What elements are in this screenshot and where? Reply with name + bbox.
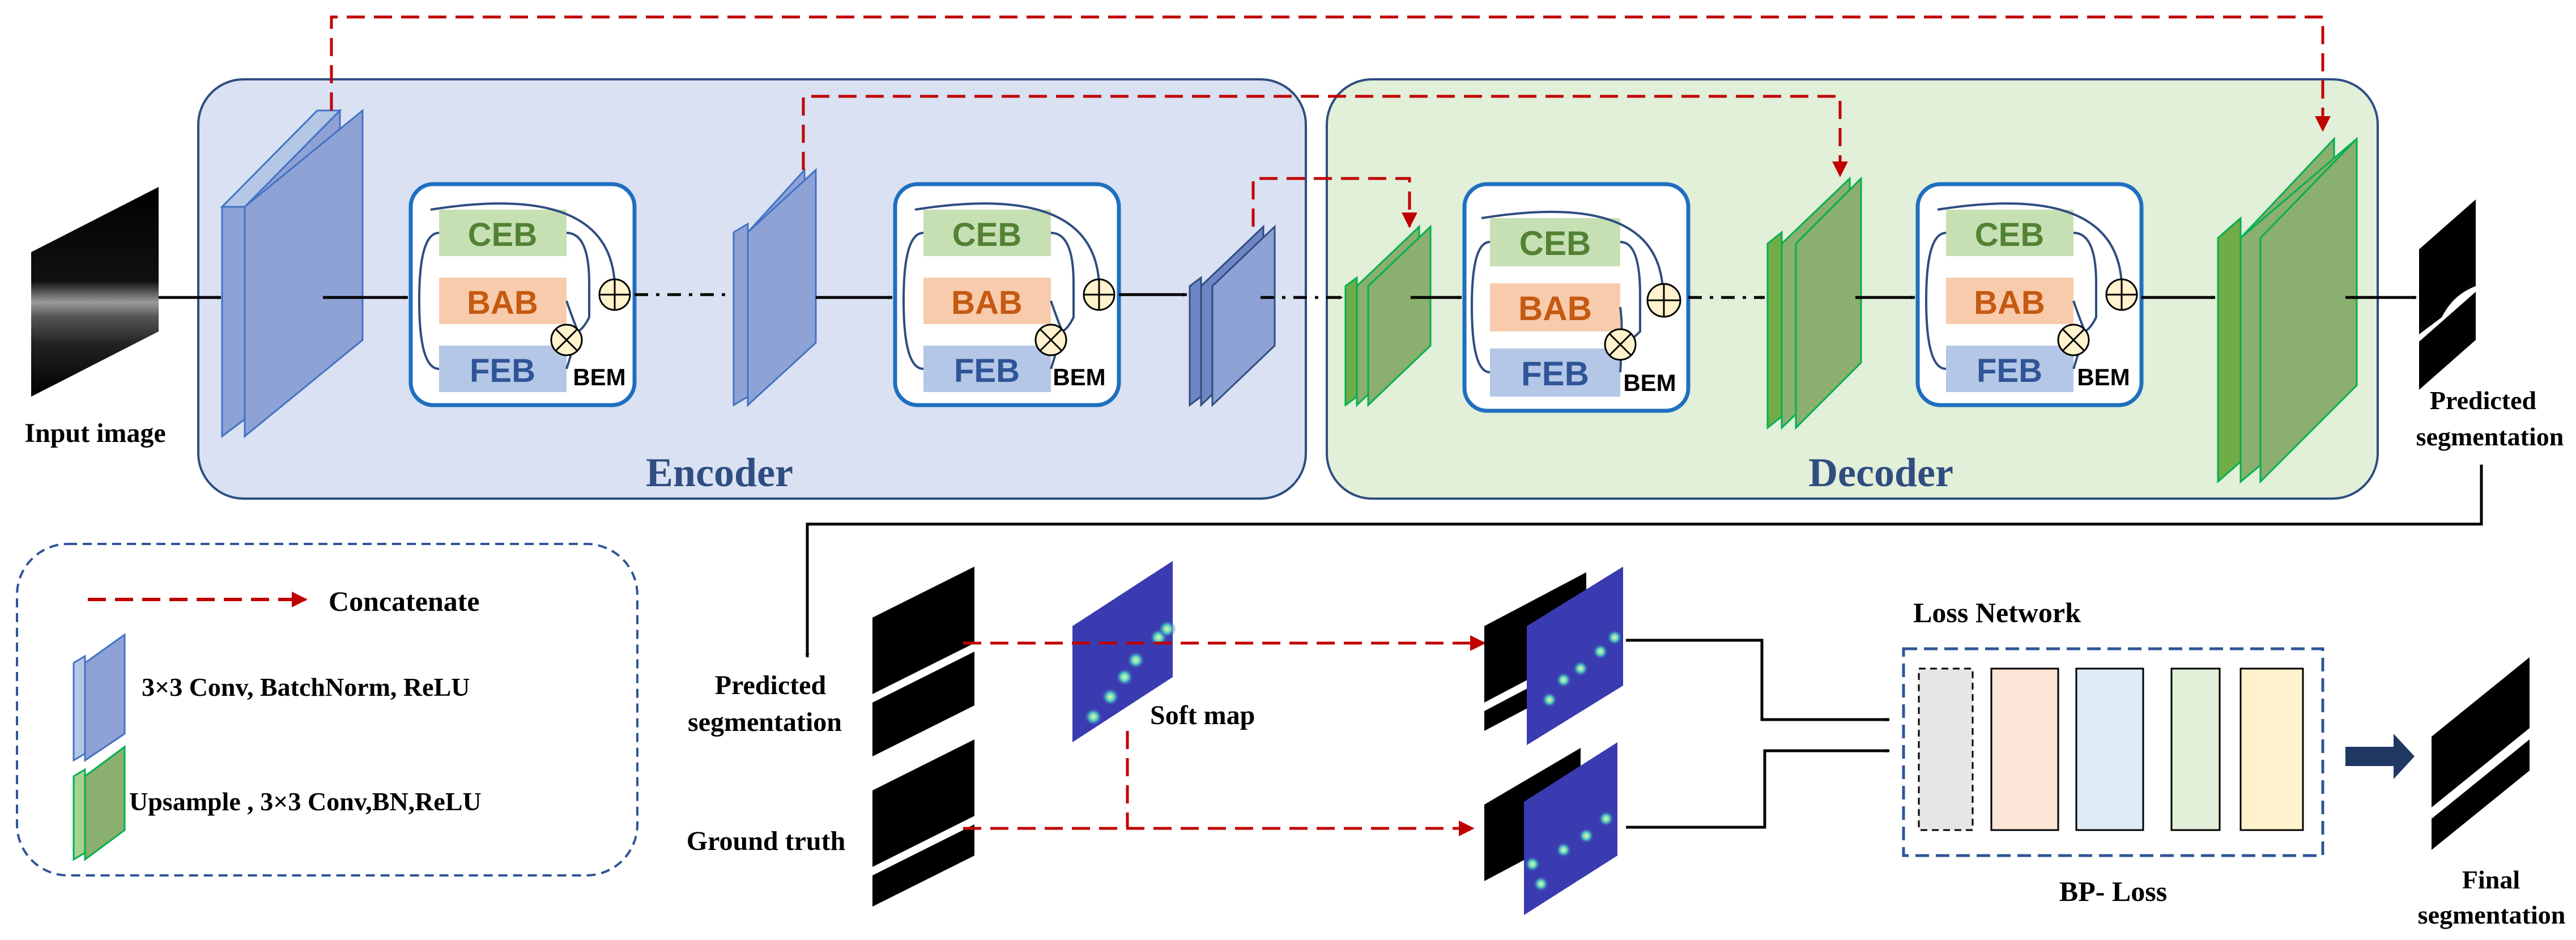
skip-connections <box>330 15 2331 228</box>
legend-box <box>16 543 638 877</box>
predicted-segmentation-label-1: Predicted <box>2430 386 2537 415</box>
connector-to-bottom <box>805 465 2483 658</box>
arrow-right-icon <box>2345 734 2415 779</box>
legend-conv-label: 3×3 Conv, BatchNorm, ReLU <box>142 673 470 701</box>
predicted-segmentation-top <box>2419 199 2476 390</box>
upsample-block-1 <box>1344 224 1432 407</box>
input-image-label: Input image <box>24 418 165 448</box>
ceb-label-4: CEB <box>1975 216 2044 253</box>
feb-label-2: FEB <box>954 352 1020 389</box>
input-image <box>31 187 159 397</box>
bem-label-4: BEM <box>2077 364 2130 390</box>
legend-upsample-block <box>73 745 126 861</box>
ground-truth-image <box>872 739 974 907</box>
final-segmentation-label-1: Final <box>2462 865 2520 894</box>
legend-concatenate-label: Concatenate <box>329 585 480 617</box>
loss-layer-3 <box>2075 667 2144 831</box>
bab-label-4: BAB <box>1974 284 2045 321</box>
bab-label-1: BAB <box>467 284 538 321</box>
weighted-ground-truth <box>1484 742 1617 915</box>
bab-label-2: BAB <box>951 284 1023 321</box>
soft-map <box>1072 561 1176 742</box>
bem-label-2: BEM <box>1053 364 1105 390</box>
bp-loss-label: BP- Loss <box>2059 875 2167 907</box>
bem-label-1: BEM <box>573 364 625 390</box>
conv-block-1 <box>220 108 364 439</box>
decoder-label: Decoder <box>1808 450 1953 495</box>
bottom-predicted-label-1: Predicted <box>715 670 827 700</box>
bottom-predicted-label-2: segmentation <box>688 707 842 737</box>
bab-label-3: BAB <box>1518 290 1592 327</box>
loss-network-label: Loss Network <box>1913 597 2081 628</box>
conv-block-3 <box>1189 224 1276 407</box>
conv-block-2 <box>733 168 817 407</box>
predicted-segmentation-label-2: segmentation <box>2416 422 2564 451</box>
final-segmentation-image <box>2432 657 2530 850</box>
bem-module-3: CEB BAB FEB BEM <box>1462 182 1691 413</box>
bem-module-4: CEB BAB FEB BEM <box>1915 182 2144 407</box>
feb-label-3: FEB <box>1521 355 1589 393</box>
ceb-label-1: CEB <box>468 216 537 253</box>
bem-label-3: BEM <box>1623 369 1676 396</box>
softmap-arrows <box>963 635 1486 836</box>
ground-truth-label: Ground truth <box>687 826 846 856</box>
encoder-label: Encoder <box>646 450 793 495</box>
legend-conv-block <box>73 633 126 762</box>
bottom-predicted-segmentation <box>872 567 974 756</box>
upsample-block-2 <box>1766 176 1862 430</box>
feb-label-1: FEB <box>470 352 535 389</box>
final-segmentation-label-2: segmentation <box>2418 900 2566 929</box>
loss-layer-5 <box>2239 667 2304 831</box>
ceb-label-2: CEB <box>952 216 1021 253</box>
legend-upsample-label: Upsample , 3×3 Conv,BN,ReLU <box>129 787 482 816</box>
weighted-predicted <box>1484 567 1623 745</box>
ceb-label-3: CEB <box>1519 224 1591 262</box>
loss-layer-4 <box>2170 667 2221 831</box>
bem-module-2: CEB BAB FEB BEM <box>893 182 1121 407</box>
feb-label-4: FEB <box>1977 352 2042 389</box>
upsample-block-3 <box>2217 137 2358 484</box>
loss-input-arrows <box>1626 639 1890 829</box>
loss-layer-2 <box>1990 667 2059 831</box>
flow-arrows <box>159 292 2417 300</box>
soft-map-label: Soft map <box>1150 700 1255 730</box>
loss-layer-1 <box>1918 667 1974 831</box>
bem-module-1: CEB BAB FEB BEM <box>408 182 637 407</box>
